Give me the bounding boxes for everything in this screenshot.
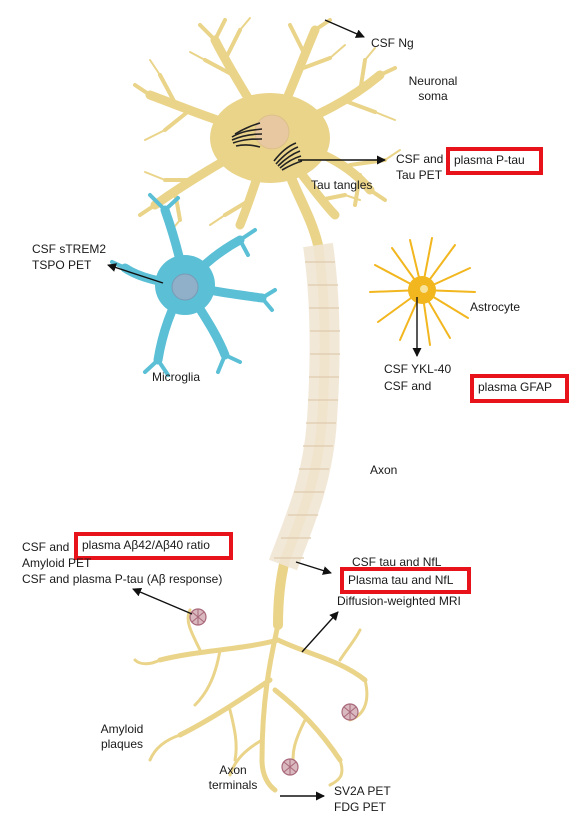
label-csf-ng: CSF Ng — [371, 36, 414, 51]
label-amyloid-pet: Amyloid PET — [22, 556, 91, 571]
label-csf-and-ptau: CSF and — [396, 152, 443, 167]
label-axon-terminals: Axon terminals — [198, 763, 268, 793]
label-neuronal-soma: Neuronal soma — [401, 74, 465, 104]
label-axon-terminals-line2: terminals — [198, 778, 268, 793]
arrow-amyloid-response — [133, 589, 192, 614]
label-dwi-mri: Diffusion-weighted MRI — [337, 594, 461, 609]
soma-nucleus — [255, 115, 289, 149]
highlight-plasma-ptau: plasma P-tau — [446, 147, 543, 175]
highlight-plasma-tau-nfl: Plasma tau and NfL — [340, 567, 471, 594]
arrow-terminals-nfl — [302, 612, 338, 652]
myelin-sheath — [283, 245, 325, 565]
label-csf-and-abeta: CSF and — [22, 540, 69, 555]
label-tau-tangles: Tau tangles — [311, 178, 372, 193]
label-neuronal-soma-line1: Neuronal — [401, 74, 465, 89]
amyloid-plaque-3 — [282, 759, 298, 775]
label-microglia: Microglia — [152, 370, 200, 385]
amyloid-plaque-2 — [342, 704, 358, 720]
label-csf-ykl40: CSF YKL-40 — [384, 362, 451, 377]
label-tau-pet: Tau PET — [396, 168, 442, 183]
label-tspo-pet: TSPO PET — [32, 258, 91, 273]
label-csf-plasma-ptau-response: CSF and plasma P-tau (Aβ response) — [22, 572, 222, 587]
arrow-axon-nfl — [296, 562, 331, 573]
label-neuronal-soma-line2: soma — [401, 89, 465, 104]
label-fdg-pet: FDG PET — [334, 800, 386, 815]
astrocyte-nucleus — [420, 285, 428, 293]
highlight-plasma-gfap: plasma GFAP — [470, 374, 569, 403]
label-sv2a-pet: SV2A PET — [334, 784, 391, 799]
highlight-plasma-abeta: plasma Aβ42/Aβ40 ratio — [74, 532, 233, 560]
arrow-microglia — [108, 265, 163, 283]
label-astrocyte: Astrocyte — [470, 300, 520, 315]
label-csf-and-gfap: CSF and — [384, 379, 431, 394]
microglia-nucleus — [172, 274, 198, 300]
arrow-csf-ng — [325, 20, 364, 37]
label-csf-strem2: CSF sTREM2 — [32, 242, 106, 257]
label-amyloid-plaques: Amyloid plaques — [90, 722, 154, 752]
label-amyloid-plaques-line1: Amyloid — [90, 722, 154, 737]
label-amyloid-plaques-line2: plaques — [90, 737, 154, 752]
label-axon-terminals-line1: Axon — [198, 763, 268, 778]
label-axon: Axon — [370, 463, 397, 478]
amyloid-plaque-1 — [190, 609, 206, 625]
